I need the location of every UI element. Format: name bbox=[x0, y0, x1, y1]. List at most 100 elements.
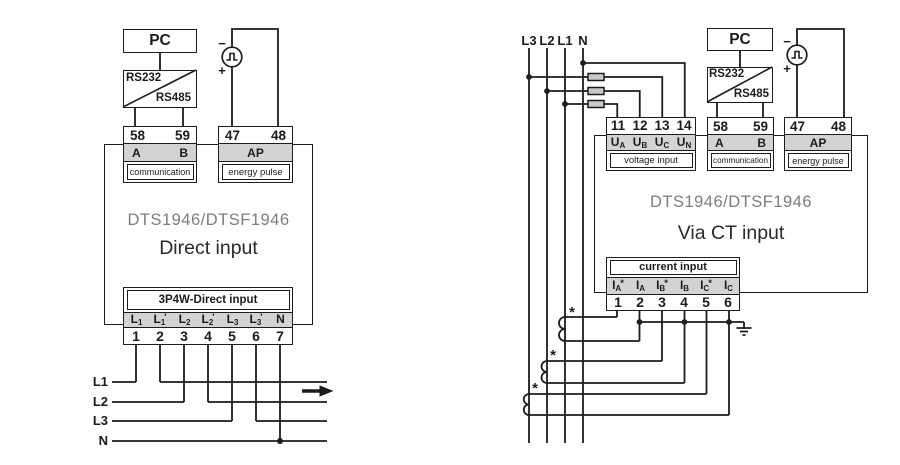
pulse-minus-sign-right: − bbox=[783, 34, 791, 49]
current-terminal-drops bbox=[616, 311, 730, 415]
feeder-label-l3: L3 bbox=[92, 413, 108, 428]
junction-dot bbox=[544, 88, 550, 94]
ct2-current-transformer-icon bbox=[540, 360, 548, 384]
ap-label: AP bbox=[247, 145, 264, 160]
terminal-6: 6 bbox=[252, 328, 260, 344]
terminal-14: 14 bbox=[676, 118, 692, 134]
load-direction-arrow-icon bbox=[302, 385, 334, 397]
comm-terminal-numbers: 58 59 bbox=[124, 127, 196, 143]
pc-label-right: PC bbox=[729, 30, 751, 48]
ct-terminal-2: 2 bbox=[636, 294, 644, 311]
meter-model-right: DTS1946/DTSF1946 bbox=[649, 193, 813, 211]
communication-terminal-block: 58 59 A B communication bbox=[123, 126, 197, 183]
terminal-47-right: 47 bbox=[790, 118, 806, 134]
ct3-secondary-wires bbox=[529, 393, 729, 416]
wire-converter-terminals bbox=[134, 108, 184, 126]
pulse-terminal-numbers-right: 47 48 bbox=[785, 118, 851, 134]
pulse-waveform-icon-right bbox=[791, 50, 803, 59]
pc-box-right: PC bbox=[707, 28, 773, 51]
comm-terminal-labels: A B bbox=[124, 143, 196, 162]
direct-strip-header: 3P4W-Direct input bbox=[126, 290, 290, 310]
meter-model-left: DTS1946/DTSF1946 bbox=[127, 211, 290, 229]
fuse-icon-l1 bbox=[587, 99, 605, 109]
junction-dot bbox=[277, 438, 283, 444]
voltage-input-caption: voltage input bbox=[609, 153, 693, 168]
line-label-l2: L2 bbox=[539, 33, 555, 48]
terminal-59: 59 bbox=[174, 127, 190, 143]
pulse-minus-sign: − bbox=[218, 36, 226, 51]
direct-input-terminal-block: 3P4W-Direct input L1 L1' L2 L2' L3 L3' N… bbox=[123, 287, 293, 345]
junction-dot bbox=[636, 319, 643, 325]
terminal-11: 11 bbox=[610, 118, 626, 134]
ct-terminal-5: 5 bbox=[702, 294, 710, 311]
current-input-terminal-block: current input IA* IA IB* IB IC* IC 1 2 3… bbox=[606, 257, 740, 311]
label-ic: IC bbox=[723, 277, 734, 293]
terminal-48-right: 48 bbox=[830, 118, 846, 134]
voltage-terminal-numbers: 11 12 13 14 bbox=[607, 118, 695, 134]
wire-n-to-un bbox=[583, 62, 686, 117]
communication-terminal-block-right: 58 59 A B communication bbox=[707, 117, 774, 171]
line-label-l1: L1 bbox=[557, 33, 573, 48]
voltage-terminal-labels: UA UB UC UN bbox=[607, 134, 695, 151]
terminal-13: 13 bbox=[654, 118, 670, 134]
label-l1p: L1' bbox=[153, 312, 167, 327]
wire-pulse-source-right bbox=[796, 28, 845, 117]
junction-dot bbox=[580, 60, 586, 66]
ground-icon bbox=[736, 322, 752, 336]
feeder-label-l1: L1 bbox=[92, 374, 108, 389]
pulse-plus-sign: + bbox=[218, 63, 226, 78]
ct-terminal-3: 3 bbox=[658, 294, 666, 311]
label-ua: UA bbox=[610, 134, 626, 150]
terminal-47: 47 bbox=[225, 127, 241, 143]
pulse-waveform-icon bbox=[226, 52, 238, 61]
feeder-label-n: N bbox=[98, 433, 108, 448]
terminal-7: 7 bbox=[276, 328, 284, 344]
energy-pulse-caption-right: energy pulse bbox=[787, 153, 849, 168]
terminal-2: 2 bbox=[156, 328, 164, 344]
wire-l2-to-ub bbox=[547, 90, 641, 117]
terminal-4: 4 bbox=[204, 328, 212, 344]
pulse-terminal-labels: AP bbox=[219, 143, 292, 162]
label-l3p: L3' bbox=[249, 312, 263, 327]
pulse-terminal-labels-right: AP bbox=[785, 134, 851, 151]
terminal-5: 5 bbox=[228, 328, 236, 344]
meter-mode-left: Direct input bbox=[159, 237, 258, 259]
ct1-polarity-star: * bbox=[569, 304, 575, 321]
label-ia: IA bbox=[635, 277, 646, 293]
current-terminal-labels: IA* IA IB* IB IC* IC bbox=[607, 276, 739, 295]
terminal-59-right: 59 bbox=[752, 118, 768, 134]
pulse-terminal-numbers: 47 48 bbox=[219, 127, 292, 143]
rs485-label: RS485 bbox=[155, 92, 191, 104]
feeder-label-l2: L2 bbox=[92, 394, 108, 409]
pc-box: PC bbox=[123, 29, 197, 53]
communication-caption: communication bbox=[126, 164, 194, 180]
terminal-a-label-right: A bbox=[715, 135, 724, 150]
ct1-current-transformer-icon bbox=[558, 316, 566, 342]
label-uc: UC bbox=[654, 134, 670, 150]
terminal-1: 1 bbox=[132, 328, 140, 344]
label-l2p: L2' bbox=[201, 312, 215, 327]
terminal-b-label: B bbox=[179, 145, 188, 160]
terminal-48: 48 bbox=[270, 127, 286, 143]
junction-dot bbox=[726, 319, 732, 325]
terminal-12: 12 bbox=[632, 118, 648, 134]
label-l3: L3 bbox=[226, 312, 239, 327]
energy-pulse-terminal-block: 47 48 AP energy pulse bbox=[218, 126, 293, 183]
label-ib: IB bbox=[679, 277, 690, 293]
rs485-label-right: RS485 bbox=[733, 88, 769, 100]
comm-terminal-numbers-right: 58 59 bbox=[708, 118, 773, 134]
rs232-label-right: RS232 bbox=[709, 68, 745, 80]
current-strip-header: current input bbox=[609, 260, 737, 275]
fuse-icon-l2 bbox=[587, 86, 605, 96]
communication-caption-right: communication bbox=[710, 153, 771, 168]
ct-terminal-6: 6 bbox=[724, 294, 732, 311]
ct3-polarity-star: * bbox=[532, 380, 538, 397]
wire-l1-to-ua bbox=[565, 103, 619, 117]
ct3-current-transformer-icon bbox=[522, 393, 530, 416]
wire-l3-to-uc bbox=[529, 76, 664, 117]
rs232-label: RS232 bbox=[126, 72, 162, 84]
junction-dot bbox=[526, 74, 532, 80]
terminal-3: 3 bbox=[180, 328, 188, 344]
ct2-polarity-star: * bbox=[550, 347, 556, 364]
energy-pulse-caption: energy pulse bbox=[221, 164, 290, 180]
